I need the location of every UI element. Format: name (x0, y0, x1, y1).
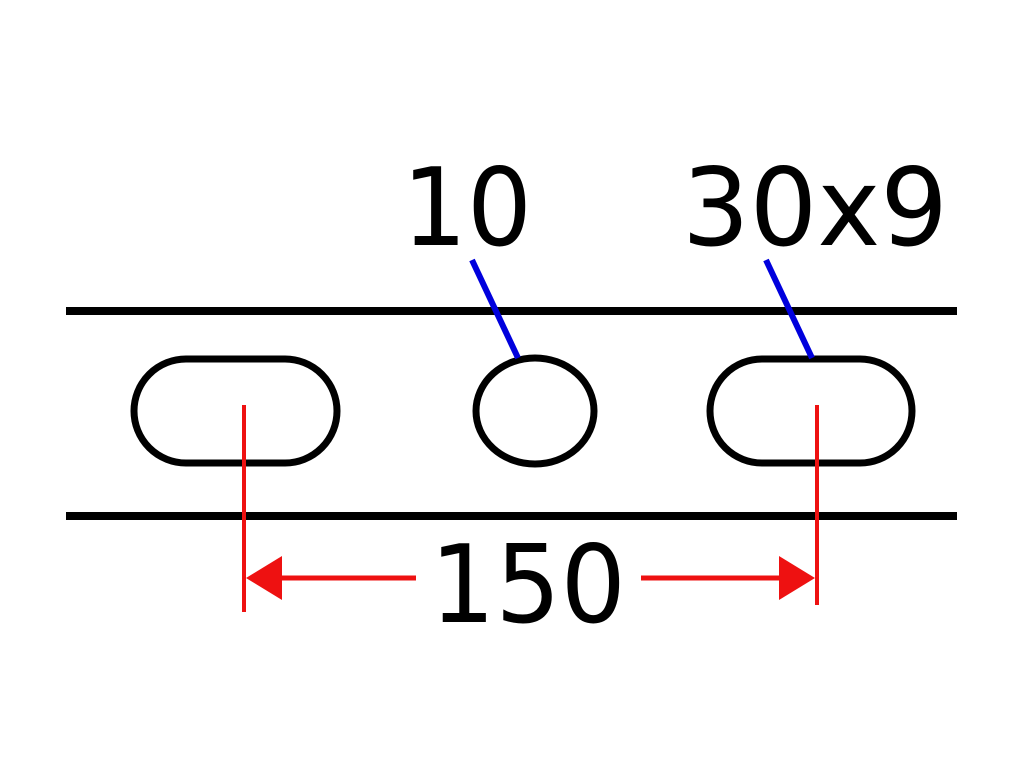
arrowhead-left (246, 556, 282, 600)
label-hole-diameter: 10 (402, 146, 532, 271)
label-slot-size: 30x9 (682, 146, 948, 271)
arrowhead-right (779, 556, 815, 600)
slot-right (706, 355, 916, 467)
leader-hole-diameter (469, 258, 521, 360)
slot-left (130, 355, 341, 467)
leader-slot-size (763, 258, 815, 360)
label-pitch: 150 (430, 523, 626, 648)
round-hole (472, 354, 598, 468)
